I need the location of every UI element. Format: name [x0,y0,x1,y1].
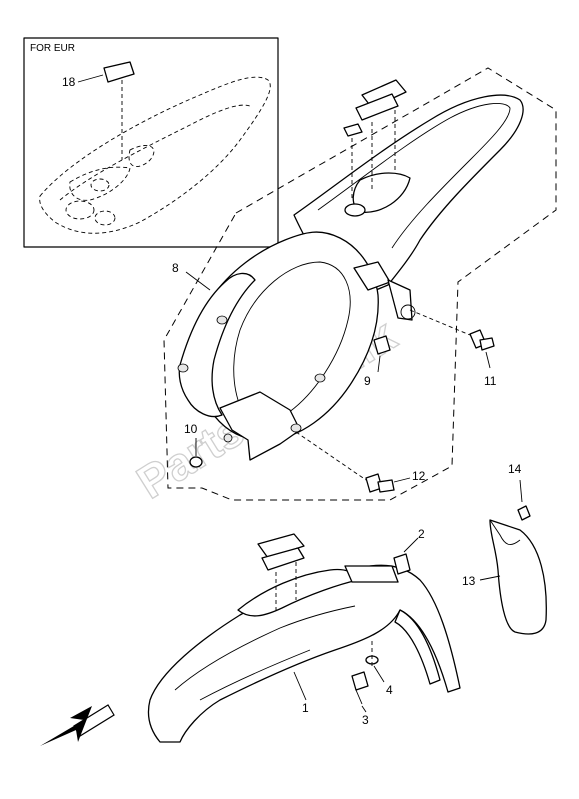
bolt-3: 3 [351,671,369,727]
bolt-12: 12 [295,431,426,493]
inset-label: FOR EUR [30,43,75,54]
washer-10: 10 [184,422,203,468]
leader-8 [185,271,211,291]
decal-18 [103,61,135,83]
front-decal [257,533,305,559]
washer-4: 4 [365,640,393,697]
rear-fender-8 [177,94,524,461]
callout-14: 14 [508,462,522,476]
leader-1 [293,671,307,701]
callout-8: 8 [172,261,179,275]
callout-4: 4 [386,683,393,697]
rear-decal-guides [371,110,396,190]
rear-grommet [343,123,363,137]
callout-12: 12 [412,469,426,483]
callout-9: 9 [364,374,371,388]
inset-for-eur: FOR EUR 18 [23,37,279,248]
rear-assembly-boundary [163,67,557,501]
screw-14: 14 [508,462,531,521]
inset-seat-outline [39,76,271,234]
front-decal-guides [275,562,297,610]
front-fender-1 [147,564,461,743]
callout-13: 13 [462,574,476,588]
rear-decal-lower [355,93,399,121]
front-direction-arrow-icon [40,704,115,746]
callout-10: 10 [184,422,198,436]
callout-2: 2 [418,527,425,541]
grommet-2: 2 [393,527,425,575]
callout-18: 18 [62,75,76,89]
callout-11: 11 [484,374,497,388]
bolt-11: 11 [409,309,497,388]
callout-1: 1 [302,701,309,715]
leader-18 [77,74,104,83]
front-decal-lower [261,547,305,571]
inset-frame [23,37,279,248]
mud-flap-13: 13 [462,519,547,635]
callout-3: 3 [362,713,369,727]
nut-9: 9 [364,335,391,388]
